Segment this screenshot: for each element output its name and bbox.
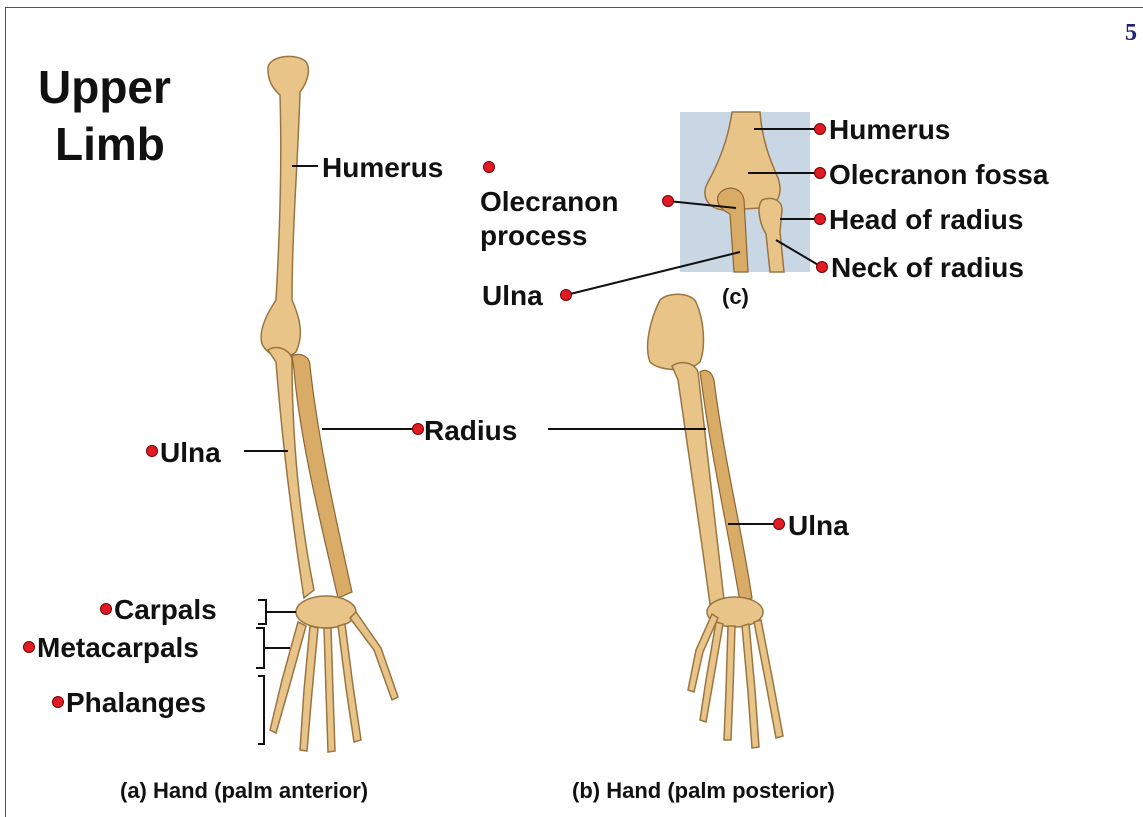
label-olecranon-process-line-2: process <box>480 220 587 251</box>
label-head-of-radius: Head of radius <box>829 204 1023 235</box>
dot-neck-of-radius <box>817 262 828 273</box>
dot-olecranon-process <box>663 196 674 207</box>
label-ulna-c: Ulna <box>482 280 543 311</box>
finger-2-a <box>300 626 318 751</box>
dot-ulna-b <box>774 519 785 530</box>
carpals-bones-a <box>296 596 356 628</box>
dot-carpals <box>101 604 112 615</box>
title-line-2: Limb <box>55 118 165 170</box>
label-humerus-c: Humerus <box>829 114 950 145</box>
dot-head-of-radius <box>815 214 826 225</box>
humerus-bone-a <box>261 56 308 357</box>
arm-posterior-illustration <box>648 294 783 748</box>
label-neck-of-radius: Neck of radius <box>831 252 1024 283</box>
label-metacarpals: Metacarpals <box>37 632 199 663</box>
finger-1-a <box>270 622 306 733</box>
label-radius: Radius <box>424 415 517 446</box>
finger-3-b <box>742 624 759 748</box>
dot-radius <box>413 424 424 435</box>
finger-3-a <box>324 628 335 752</box>
caption-c: (c) <box>722 284 749 309</box>
label-carpals: Carpals <box>114 594 217 625</box>
label-phalanges: Phalanges <box>66 687 206 718</box>
thumb-a <box>350 612 398 700</box>
label-olecranon-process-line-1: Olecranon <box>480 186 618 217</box>
dot-humerus-c <box>815 124 826 135</box>
dot-ulna-a <box>147 446 158 457</box>
finger-4-a <box>338 624 361 742</box>
caption-a: (a) Hand (palm anterior) <box>120 778 368 803</box>
humerus-distal-b <box>648 294 704 369</box>
dot-ulna-c <box>561 290 572 301</box>
label-olecranon-fossa: Olecranon fossa <box>829 159 1049 190</box>
dot-humerus-a <box>484 162 495 173</box>
page-number: 5 <box>1125 20 1137 46</box>
finger-2-b <box>724 626 735 740</box>
label-ulna-b: Ulna <box>788 510 849 541</box>
title-line-1: Upper <box>38 61 171 113</box>
dot-phalanges <box>53 697 64 708</box>
label-humerus-a: Humerus <box>322 152 443 183</box>
caption-b: (b) Hand (palm posterior) <box>572 778 835 803</box>
dot-metacarpals <box>24 642 35 653</box>
dot-olecranon-fossa <box>815 168 826 179</box>
finger-4-b <box>754 620 783 738</box>
label-ulna-a: Ulna <box>160 437 221 468</box>
